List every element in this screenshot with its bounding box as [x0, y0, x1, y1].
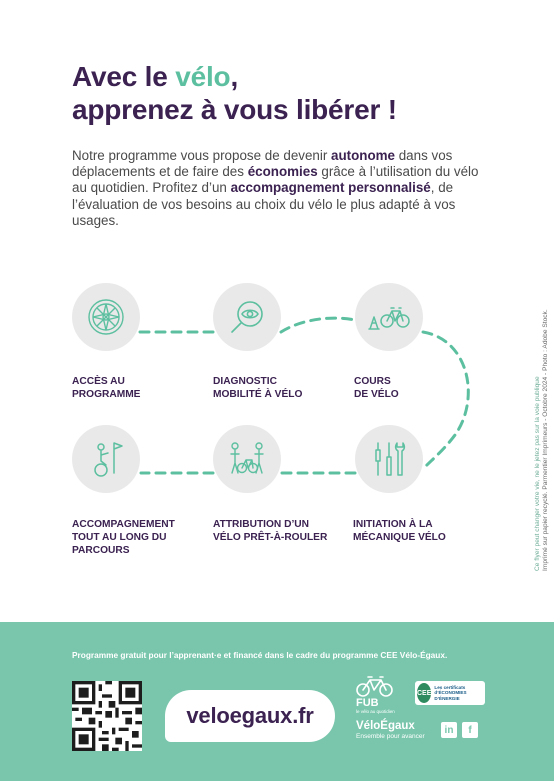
- intro-bold-2: économies: [247, 164, 318, 180]
- cee-text: Les certificats d’ÉCONOMIES D’ÉNERGIE: [434, 685, 467, 701]
- steps-timeline: ACCÈS AU PROGRAMME DIAGNOSTIC MOBILITÉ À…: [0, 270, 554, 570]
- social-links: in f: [441, 722, 478, 738]
- step-4-label: ACCOMPAGNEMENT TOUT AU LONG DU PARCOURS: [72, 519, 175, 556]
- step-3-circle: [355, 283, 423, 351]
- intro-text-1: Notre programme vous propose de devenir: [72, 148, 332, 163]
- intro-text-2: dans vos déplacements et de faire des: [72, 148, 453, 180]
- headline-line1-end: ,: [230, 61, 239, 92]
- bike-cones-icon: [368, 307, 410, 330]
- side-legal-note: Ce flyer peut changer votre vie, ne le j…: [520, 209, 549, 571]
- intro-text-3: grâce à l’utilisation du vélo au quotidi…: [72, 164, 479, 196]
- step-6-label: INITIATION À LA MÉCANIQUE VÉLO: [353, 519, 446, 543]
- step-6-circle: [355, 425, 423, 493]
- fub-name: FUB: [356, 697, 379, 709]
- step-2-circle: [213, 283, 281, 351]
- veloegaux-brand: VéloÉgaux Ensemble pour avancer: [356, 720, 425, 740]
- step-5-label: ATTRIBUTION D’UN VÉLO PRÊT-À-ROULER: [213, 519, 328, 543]
- cee-logo: CEE Les certificats d’ÉCONOMIES D’ÉNERGI…: [415, 681, 485, 705]
- step-3-label: COURS DE VÉLO: [354, 376, 399, 400]
- linkedin-icon[interactable]: in: [441, 722, 457, 738]
- side-note-line-1: Ce flyer peut changer votre vie, ne le j…: [534, 376, 541, 571]
- people-bike-icon: [230, 442, 264, 474]
- intro-text-4: , de l’évaluation de vos besoins au choi…: [72, 180, 456, 228]
- step-5-circle: [213, 425, 281, 493]
- step-1-label: ACCÈS AU PROGRAMME: [72, 376, 141, 400]
- cee-badge: CEE: [417, 683, 432, 703]
- intro-bold-3: accompagnement personnalisé: [230, 180, 431, 196]
- headline: Avec le vélo, apprenez à vous libérer !: [72, 60, 397, 126]
- website-link[interactable]: veloegaux.fr: [165, 690, 335, 742]
- cyclist-flag-icon: [94, 442, 123, 477]
- step-2-label: DIAGNOSTIC MOBILITÉ À VÉLO: [213, 376, 303, 400]
- headline-line1-start: Avec le: [72, 61, 176, 92]
- step-4-circle: [72, 425, 140, 493]
- compass-icon: [88, 299, 124, 335]
- qr-code-icon[interactable]: [72, 681, 142, 751]
- bicycle-icon: [356, 676, 393, 697]
- brand-name: VéloÉgaux: [356, 720, 415, 732]
- website-url: veloegaux.fr: [186, 703, 314, 728]
- fub-logo: FUB le vélo au quotidien: [354, 675, 404, 715]
- headline-line2: apprenez à vous libérer !: [72, 94, 397, 125]
- magnifier-eye-icon: [231, 301, 263, 333]
- brand-tagline: Ensemble pour avancer: [356, 733, 425, 740]
- intro-paragraph: Notre programme vous propose de devenir …: [72, 148, 492, 229]
- intro-bold-1: autonome: [331, 148, 396, 163]
- step-1-circle: [72, 283, 140, 351]
- fub-tagline: le vélo au quotidien: [356, 709, 395, 714]
- dashed-path: [138, 316, 470, 475]
- footer-note: Programme gratuit pour l’apprenant·e et …: [72, 650, 448, 660]
- headline-accent: vélo: [175, 61, 231, 92]
- facebook-icon[interactable]: f: [462, 722, 478, 738]
- tools-icon: [375, 442, 406, 476]
- side-note-line-2: Imprimé sur papier recyclé. Parmentier I…: [542, 309, 549, 571]
